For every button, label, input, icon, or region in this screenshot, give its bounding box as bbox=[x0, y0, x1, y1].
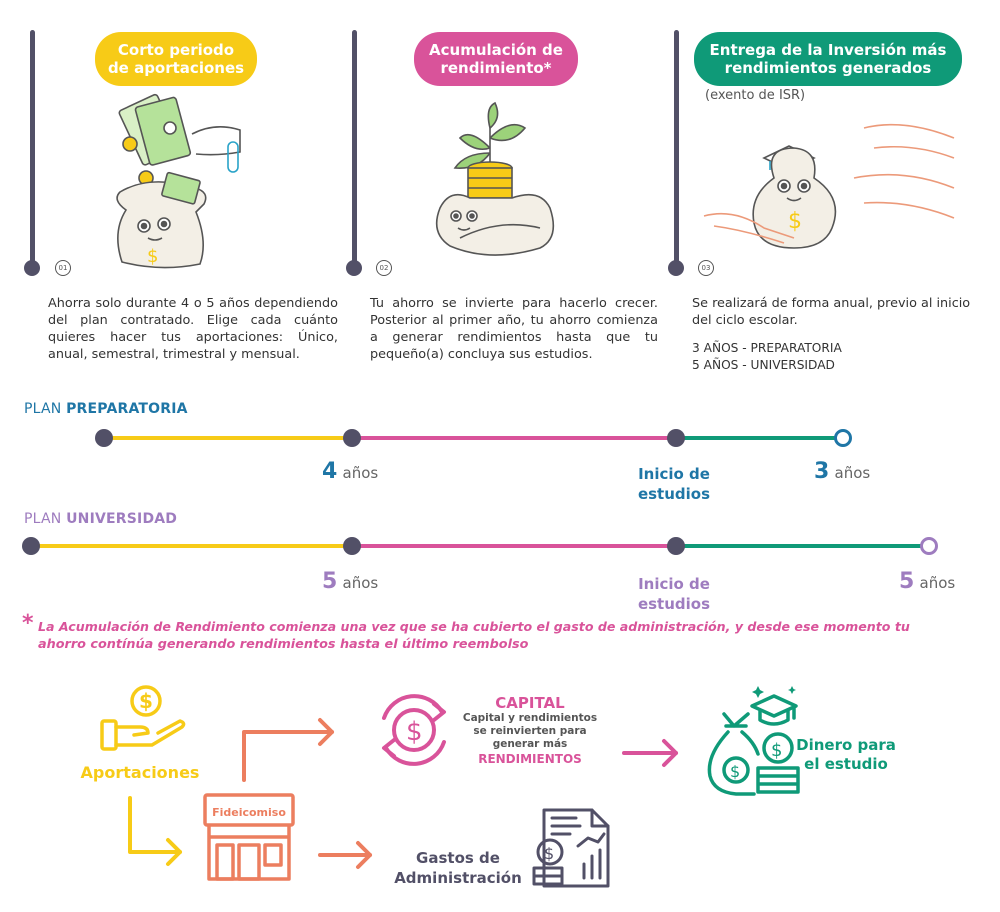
plan-universidad-last: 5 años bbox=[899, 569, 956, 594]
node-study bbox=[667, 537, 685, 555]
plan-preparatoria-first: 4 años bbox=[322, 459, 379, 484]
dinero-label: Dinero para el estudio bbox=[796, 736, 896, 774]
step-3-title: Entrega de la Inversión más rendimientos… bbox=[694, 32, 962, 86]
arrow-capital-to-dinero bbox=[622, 739, 678, 767]
step-1-text: Ahorra solo durante 4 o 5 años dependien… bbox=[48, 296, 338, 362]
svg-text:$: $ bbox=[139, 689, 153, 713]
step-3-number: 03 bbox=[698, 260, 714, 276]
capital-text: CAPITAL Capital y rendimientos se reinvi… bbox=[455, 694, 605, 767]
gastos-label: Gastos de Administración bbox=[388, 848, 528, 888]
arrow-aportaciones-to-fideicomiso bbox=[128, 796, 182, 866]
graduate-bag-illustration: $ bbox=[703, 123, 955, 249]
capital-line-a: Capital y rendimientos bbox=[462, 712, 598, 724]
footnote-line-a: La Acumulación de Rendimiento comienza u… bbox=[38, 619, 910, 634]
node-mid bbox=[343, 429, 361, 447]
money-bag-illustration: $ bbox=[116, 93, 241, 269]
capital-line-d: RENDIMIENTOS bbox=[478, 752, 582, 766]
segment-yellow bbox=[104, 436, 352, 440]
step-3-text: Se realizará de forma anual, previo al i… bbox=[692, 296, 971, 328]
plan-universidad-label: PLAN UNIVERSIDAD bbox=[24, 511, 178, 527]
segment-yellow bbox=[32, 544, 352, 548]
plan-preparatoria-last: 3 años bbox=[814, 459, 871, 484]
aportaciones-label: Aportaciones bbox=[80, 763, 200, 782]
svg-text:$: $ bbox=[406, 717, 423, 747]
node-start bbox=[95, 429, 113, 447]
step-2-dot bbox=[346, 260, 362, 276]
node-end bbox=[920, 537, 938, 555]
dinero-line-b: el estudio bbox=[804, 755, 888, 773]
node-end bbox=[834, 429, 852, 447]
step-3-subtitle: (exento de ISR) bbox=[705, 88, 806, 103]
node-start bbox=[22, 537, 40, 555]
footnote-line-b: ahorro contínúa generando rendimientos h… bbox=[38, 637, 529, 652]
gastos-line-b: Administración bbox=[394, 869, 522, 887]
storefront-icon bbox=[203, 793, 295, 881]
dinero-line-a: Dinero para bbox=[796, 736, 896, 754]
segment-green bbox=[676, 544, 926, 548]
plan-universidad-first: 5 años bbox=[322, 569, 379, 594]
step-2-title: Acumulación de rendimiento* bbox=[414, 32, 578, 86]
step-2-text: Tu ahorro se invierte para hacerlo crece… bbox=[370, 296, 658, 362]
step-3-timeline bbox=[674, 30, 679, 268]
node-study bbox=[667, 429, 685, 447]
capital-line-c: generar más bbox=[492, 738, 568, 750]
step-2-number: 02 bbox=[376, 260, 392, 276]
hand-coin-icon: $ bbox=[100, 685, 186, 751]
plant-coins-illustration bbox=[435, 101, 555, 256]
finance-report-icon: $ bbox=[532, 808, 610, 888]
segment-magenta bbox=[352, 436, 676, 440]
plan-preparatoria-label: PLAN PREPARATORIA bbox=[24, 401, 188, 417]
step-3-line-a: 3 AÑOS - PREPARATORIA bbox=[692, 341, 842, 355]
step-3-dot bbox=[668, 260, 684, 276]
segment-magenta bbox=[352, 544, 676, 548]
svg-text:$: $ bbox=[730, 762, 740, 781]
arrow-fideicomiso-to-gastos bbox=[318, 841, 372, 869]
capital-title: CAPITAL bbox=[495, 694, 565, 712]
money-bag-graduation-icon: $ $ bbox=[707, 686, 800, 796]
capital-line-b: se reinvierten para bbox=[473, 725, 587, 737]
svg-text:$: $ bbox=[147, 246, 158, 267]
step-1-number: 01 bbox=[55, 260, 71, 276]
step-1-title: Corto periodo de aportaciones bbox=[95, 32, 257, 86]
svg-text:$: $ bbox=[788, 209, 802, 234]
fideicomiso-label: Fideicomiso bbox=[212, 806, 286, 819]
step-1-dot bbox=[24, 260, 40, 276]
svg-text:$: $ bbox=[544, 844, 554, 863]
arrow-fideicomiso-to-capital bbox=[242, 718, 334, 782]
svg-text:$: $ bbox=[771, 740, 782, 761]
gastos-line-a: Gastos de bbox=[416, 849, 500, 867]
segment-green bbox=[676, 436, 836, 440]
step-3-line-b: 5 AÑOS - UNIVERSIDAD bbox=[692, 358, 835, 372]
step-2-timeline bbox=[352, 30, 357, 268]
step-1-timeline bbox=[30, 30, 35, 268]
footnote-mark: * bbox=[22, 611, 34, 636]
cycle-dollar-icon: $ bbox=[382, 694, 446, 766]
node-mid bbox=[343, 537, 361, 555]
